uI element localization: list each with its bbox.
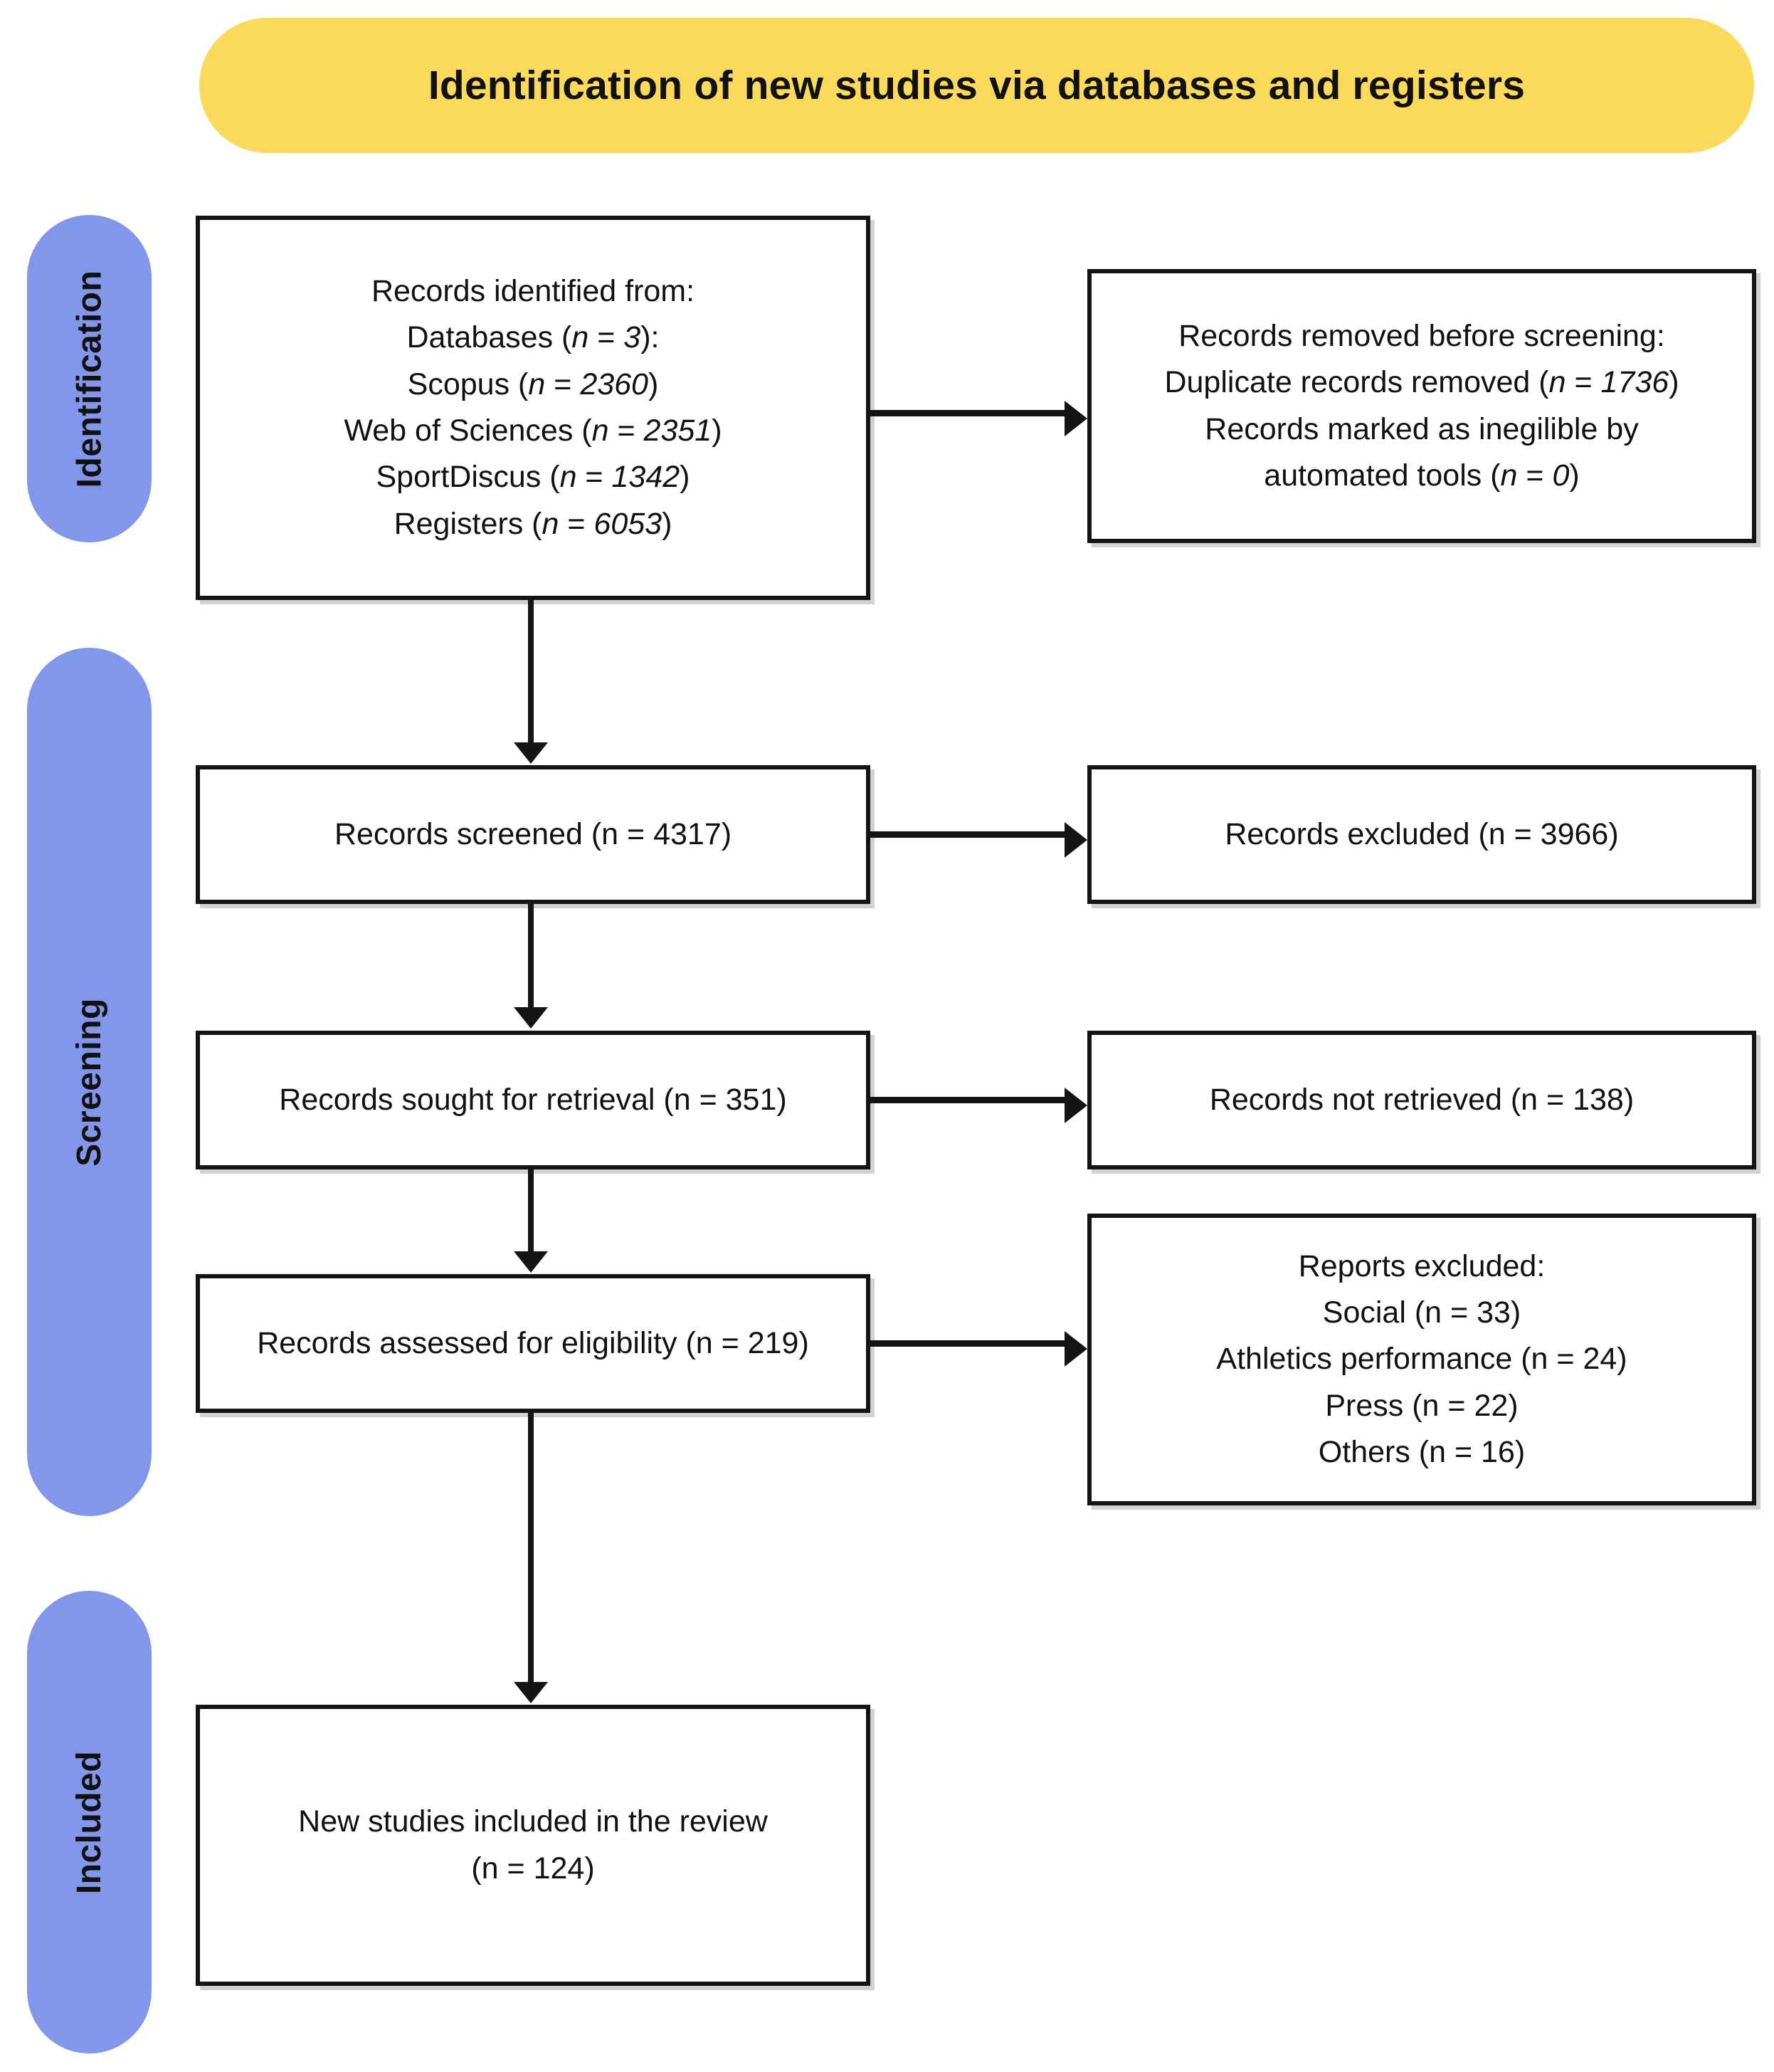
stage-pill-screening: Screening xyxy=(27,648,152,1516)
arrowhead-right-icon xyxy=(1065,822,1087,858)
box-records-identified: Records identified from: Databases (n = … xyxy=(196,216,870,600)
box-records-not-retrieved: Records not retrieved (n = 138) xyxy=(1087,1031,1756,1169)
box-line: Records marked as inegilible by xyxy=(1205,411,1639,446)
box-line: Records not retrieved (n = 138) xyxy=(1209,1082,1635,1117)
box-line: (n = 124) xyxy=(471,1851,595,1886)
box-line: Reports excluded: xyxy=(1298,1248,1546,1283)
arrowhead-down-icon xyxy=(514,742,548,764)
box-records-screened: Records screened (n = 4317) xyxy=(196,765,870,904)
connector-assessed-to-included xyxy=(528,1413,534,1682)
box-line: Others (n = 16) xyxy=(1318,1435,1526,1470)
arrowhead-right-icon xyxy=(1065,1088,1087,1123)
box-line: Records screened (n = 4317) xyxy=(334,816,732,851)
box-records-excluded: Records excluded (n = 3966) xyxy=(1087,765,1756,904)
page-title: Identification of new studies via databa… xyxy=(428,63,1526,108)
arrowhead-down-icon xyxy=(514,1007,548,1029)
box-line: Press (n = 22) xyxy=(1325,1388,1519,1423)
box-line: Records assessed for eligibility (n = 21… xyxy=(257,1325,809,1360)
box-records-assessed-for-eligibility: Records assessed for eligibility (n = 21… xyxy=(196,1274,870,1413)
connector-identified-to-removed xyxy=(870,410,1068,416)
box-line: Records excluded (n = 3966) xyxy=(1225,816,1619,851)
box-line: Registers (n = 6053) xyxy=(394,506,672,541)
arrowhead-down-icon xyxy=(514,1251,548,1273)
box-line: automated tools (n = 0) xyxy=(1264,458,1580,493)
connector-screened-to-excluded xyxy=(870,831,1068,838)
connector-sought-to-notretrieved xyxy=(870,1097,1068,1103)
arrowhead-down-icon xyxy=(514,1682,548,1703)
box-line: Records identified from: xyxy=(371,273,695,308)
box-line: Web of Sciences (n = 2351) xyxy=(344,414,722,448)
stage-label-screening: Screening xyxy=(70,997,109,1167)
arrowhead-right-icon xyxy=(1065,1331,1087,1367)
box-records-removed-before-screening: Records removed before screening: Duplic… xyxy=(1087,269,1756,543)
box-line: Databases (n = 3): xyxy=(406,320,660,355)
box-line: Social (n = 33) xyxy=(1322,1295,1521,1330)
box-reports-excluded: Reports excluded: Social (n = 33) Athlet… xyxy=(1087,1214,1756,1505)
box-line: Duplicate records removed (n = 1736) xyxy=(1164,365,1679,400)
stage-pill-included: Included xyxy=(27,1591,152,2053)
diagram-title-banner: Identification of new studies via databa… xyxy=(199,18,1754,153)
box-line: Records removed before screening: xyxy=(1178,318,1665,353)
box-line: Athletics performance (n = 24) xyxy=(1216,1342,1627,1377)
box-new-studies-included: New studies included in the review (n = … xyxy=(196,1705,870,1986)
connector-sought-to-assessed xyxy=(528,1169,534,1251)
box-line: SportDiscus (n = 1342) xyxy=(376,460,690,495)
connector-screened-to-sought xyxy=(528,904,534,1007)
box-line: Records sought for retrieval (n = 351) xyxy=(279,1082,787,1117)
box-records-sought-for-retrieval: Records sought for retrieval (n = 351) xyxy=(196,1031,870,1169)
stage-label-identification: Identification xyxy=(70,270,109,488)
arrowhead-right-icon xyxy=(1065,401,1087,436)
box-line: New studies included in the review xyxy=(298,1804,768,1839)
connector-identified-to-screened xyxy=(528,600,534,742)
stage-pill-identification: Identification xyxy=(27,215,152,542)
box-line: Scopus (n = 2360) xyxy=(407,367,659,401)
connector-assessed-to-reports-excluded xyxy=(870,1340,1068,1347)
stage-label-included: Included xyxy=(70,1750,108,1894)
